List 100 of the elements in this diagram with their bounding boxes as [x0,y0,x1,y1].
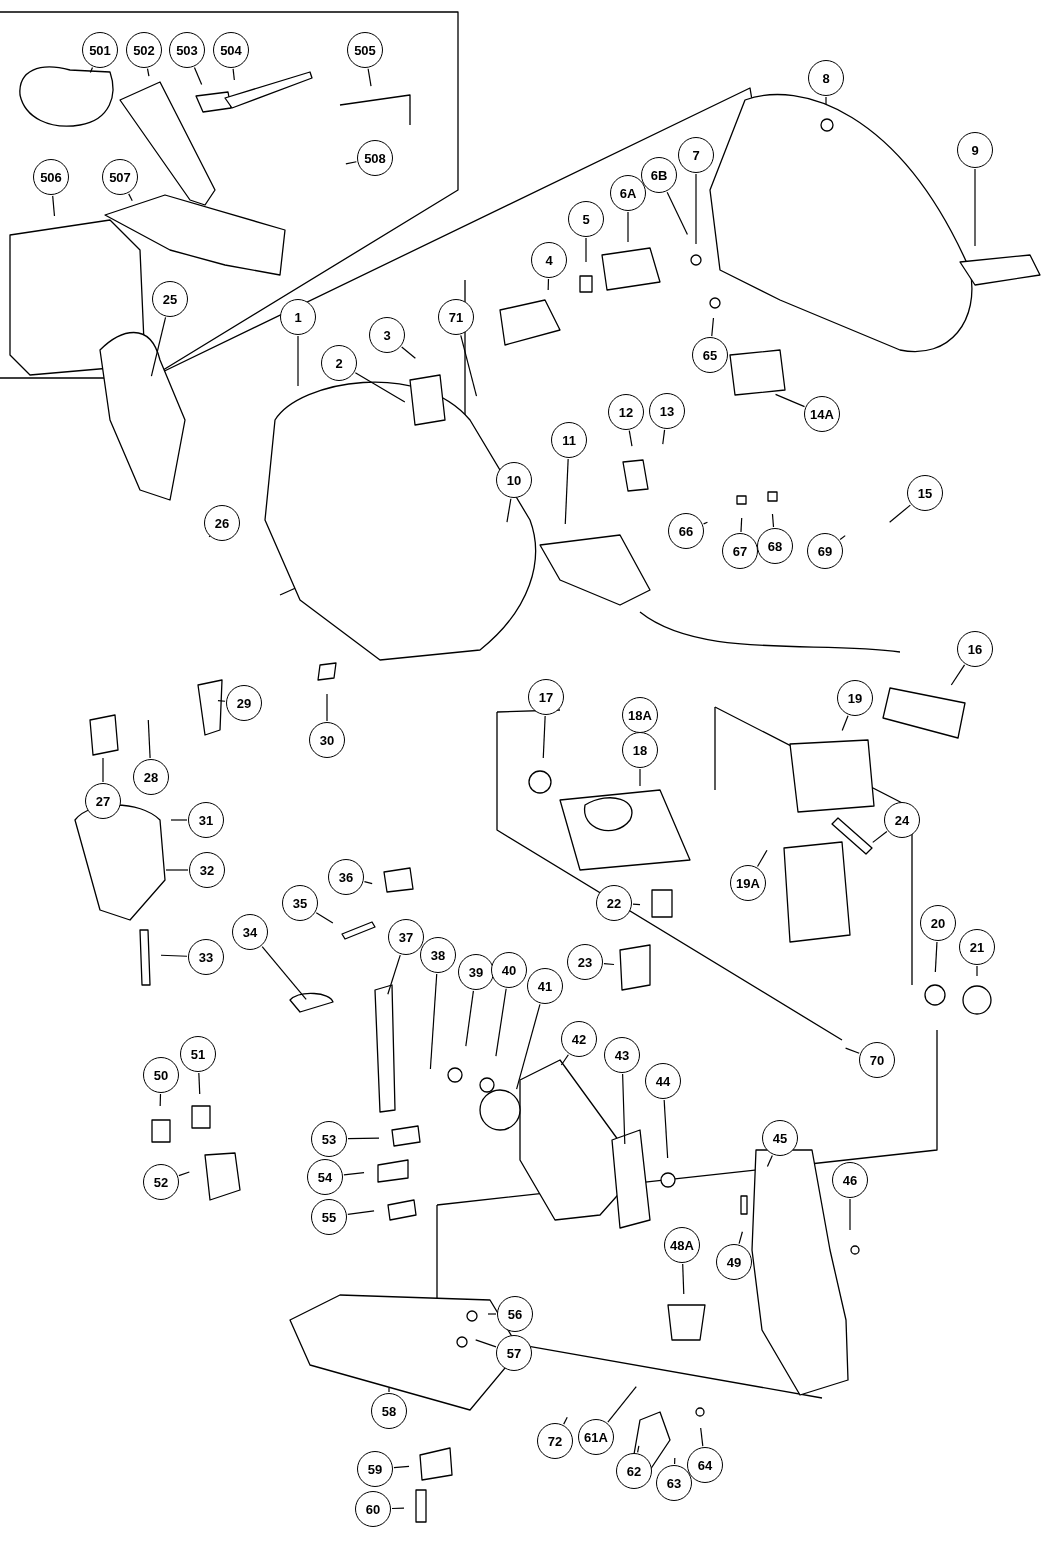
callout-number: 26 [204,505,240,541]
leader-line [429,973,438,1070]
leader-line [52,195,56,217]
callout-number: 64 [687,1447,723,1483]
callout-number: 55 [311,1199,347,1235]
leader-line [354,372,406,403]
leader-line [128,193,133,202]
leader-line [516,1003,541,1090]
leader-line [547,278,550,291]
leader-line [388,1387,390,1393]
leader-line [345,161,357,165]
callout-number: 40 [491,952,527,988]
leader-line [363,881,373,885]
callout-number: 63 [656,1465,692,1501]
callout-number: 12 [608,394,644,430]
callout-number: 43 [604,1037,640,1073]
leader-line [632,903,641,906]
leader-line [217,699,226,702]
callout-number: 39 [458,954,494,990]
callout-number: 10 [496,462,532,498]
callout-number: 53 [311,1121,347,1157]
callout-number: 65 [692,337,728,373]
callout-number: 69 [807,533,843,569]
leader-line [160,954,188,957]
callout-number: 16 [957,631,993,667]
callout-number: 60 [355,1491,391,1527]
callout-number: 19 [837,680,873,716]
callout-number: 68 [757,528,793,564]
leader-line [662,429,666,445]
leader-line [711,317,715,337]
leader-line [639,768,641,787]
leader-line [159,1093,162,1107]
callout-number: 30 [309,722,345,758]
callout-number: 8 [808,60,844,96]
callout-number: 71 [438,299,474,335]
leader-line [845,1047,860,1054]
leader-line [825,96,827,105]
leader-line [666,191,688,236]
leader-line [165,869,189,871]
callout-number: 32 [189,852,225,888]
leader-line [460,334,478,397]
callout-number: 13 [649,393,685,429]
leader-line [564,458,569,525]
callout-number: 33 [188,939,224,975]
callout-number: 51 [180,1036,216,1072]
leader-line [872,830,888,843]
callout-number: 37 [388,919,424,955]
leader-line [889,504,911,523]
leader-line [146,68,150,77]
leader-line [622,1073,626,1145]
leader-line [193,66,203,86]
leader-line [637,1445,640,1453]
leader-line [102,757,104,783]
leader-line [261,946,307,1000]
leader-line [347,1210,375,1215]
leader-line [628,430,633,447]
callout-number: 41 [527,968,563,1004]
leader-line [756,849,768,868]
callout-number: 17 [528,679,564,715]
leader-line [391,1507,405,1510]
leader-line [465,990,474,1047]
leader-line [150,316,167,377]
callout-number: 59 [357,1451,393,1487]
callout-number: 48A [664,1227,700,1263]
leader-line [627,211,629,243]
leader-line [766,1154,773,1168]
callout-number: 66 [668,513,704,549]
leader-line [347,1137,380,1140]
callout-number: 54 [307,1159,343,1195]
leader-line [607,1386,637,1423]
callout-number: 9 [957,132,993,168]
leader-line [170,819,188,821]
leader-line [89,66,94,74]
callout-number: 31 [188,802,224,838]
leader-line [178,1171,190,1177]
leader-line [315,912,334,924]
callout-number: 72 [537,1423,573,1459]
callout-number: 44 [645,1063,681,1099]
leader-line [841,715,849,731]
leader-line [839,535,846,541]
callout-number: 5 [568,201,604,237]
callout-number: 19A [730,865,766,901]
callout-number: 22 [596,885,632,921]
callout-number: 50 [143,1057,179,1093]
callout-number: 46 [832,1162,868,1198]
callout-number: 2 [321,345,357,381]
callout-number: 18 [622,732,658,768]
callout-number: 23 [567,944,603,980]
leader-line [387,954,401,995]
leader-line [297,335,299,387]
leader-line [495,988,507,1057]
callout-number: 21 [959,929,995,965]
callout-number: 52 [143,1164,179,1200]
leader-line [147,719,151,759]
callout-number: 6A [610,175,646,211]
leader-line [367,68,372,87]
callout-number: 35 [282,885,318,921]
callout-number: 28 [133,759,169,795]
leader-line [393,1465,410,1469]
callout-number: 1 [280,299,316,335]
